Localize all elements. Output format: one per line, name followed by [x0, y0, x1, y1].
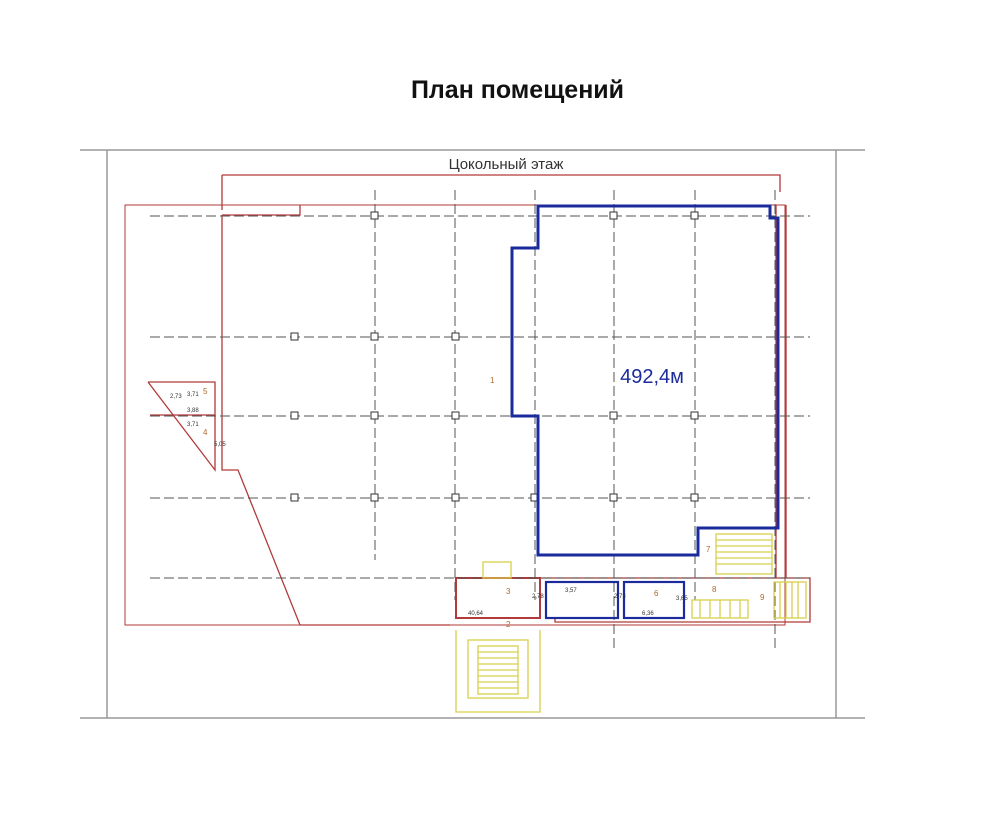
dimension-label: 2,78 [532, 594, 544, 600]
page-title: План помещений [410, 76, 625, 104]
dimension-label: 3,65 [676, 596, 688, 602]
room-number: 6 [654, 589, 659, 598]
room-number: 8 [712, 585, 717, 594]
dimension-label: 6,36 [642, 611, 654, 617]
dimension-label: 2,73 [614, 594, 626, 600]
column-markers [290, 211, 699, 502]
room-numbers: 1 2 3 4 5 6 7 8 9 [203, 376, 765, 629]
dimension-label: 40,64 [468, 611, 484, 617]
room-number: 3 [506, 587, 511, 596]
highlighted-area-outline[interactable] [510, 204, 780, 557]
floor-label: Цокольный этаж [449, 156, 564, 173]
room-number: 1 [490, 376, 495, 385]
small-rooms-outline [544, 580, 686, 620]
highlighted-area-label: 492,4м [620, 366, 684, 388]
dimension-label: 3,88 [187, 408, 199, 414]
room-number: 2 [506, 620, 511, 629]
dimension-label: 5,05 [214, 442, 226, 448]
dimension-labels: 2,73 3,71 3,88 3,71 5,05 40,64 2,78 3,57… [170, 392, 688, 617]
room-number: 7 [706, 545, 711, 554]
dimension-label: 2,73 [170, 394, 182, 400]
dimension-label: 3,71 [187, 392, 199, 398]
room-number: 4 [203, 428, 208, 437]
building-outline [124, 174, 811, 626]
dimension-label: 3,71 [187, 422, 199, 428]
room-number: 9 [760, 593, 765, 602]
dimension-label: 3,57 [565, 588, 577, 594]
structural-grid [150, 190, 810, 650]
drawing-frame [80, 149, 865, 719]
staircases [455, 533, 807, 713]
room-number: 5 [203, 387, 208, 396]
